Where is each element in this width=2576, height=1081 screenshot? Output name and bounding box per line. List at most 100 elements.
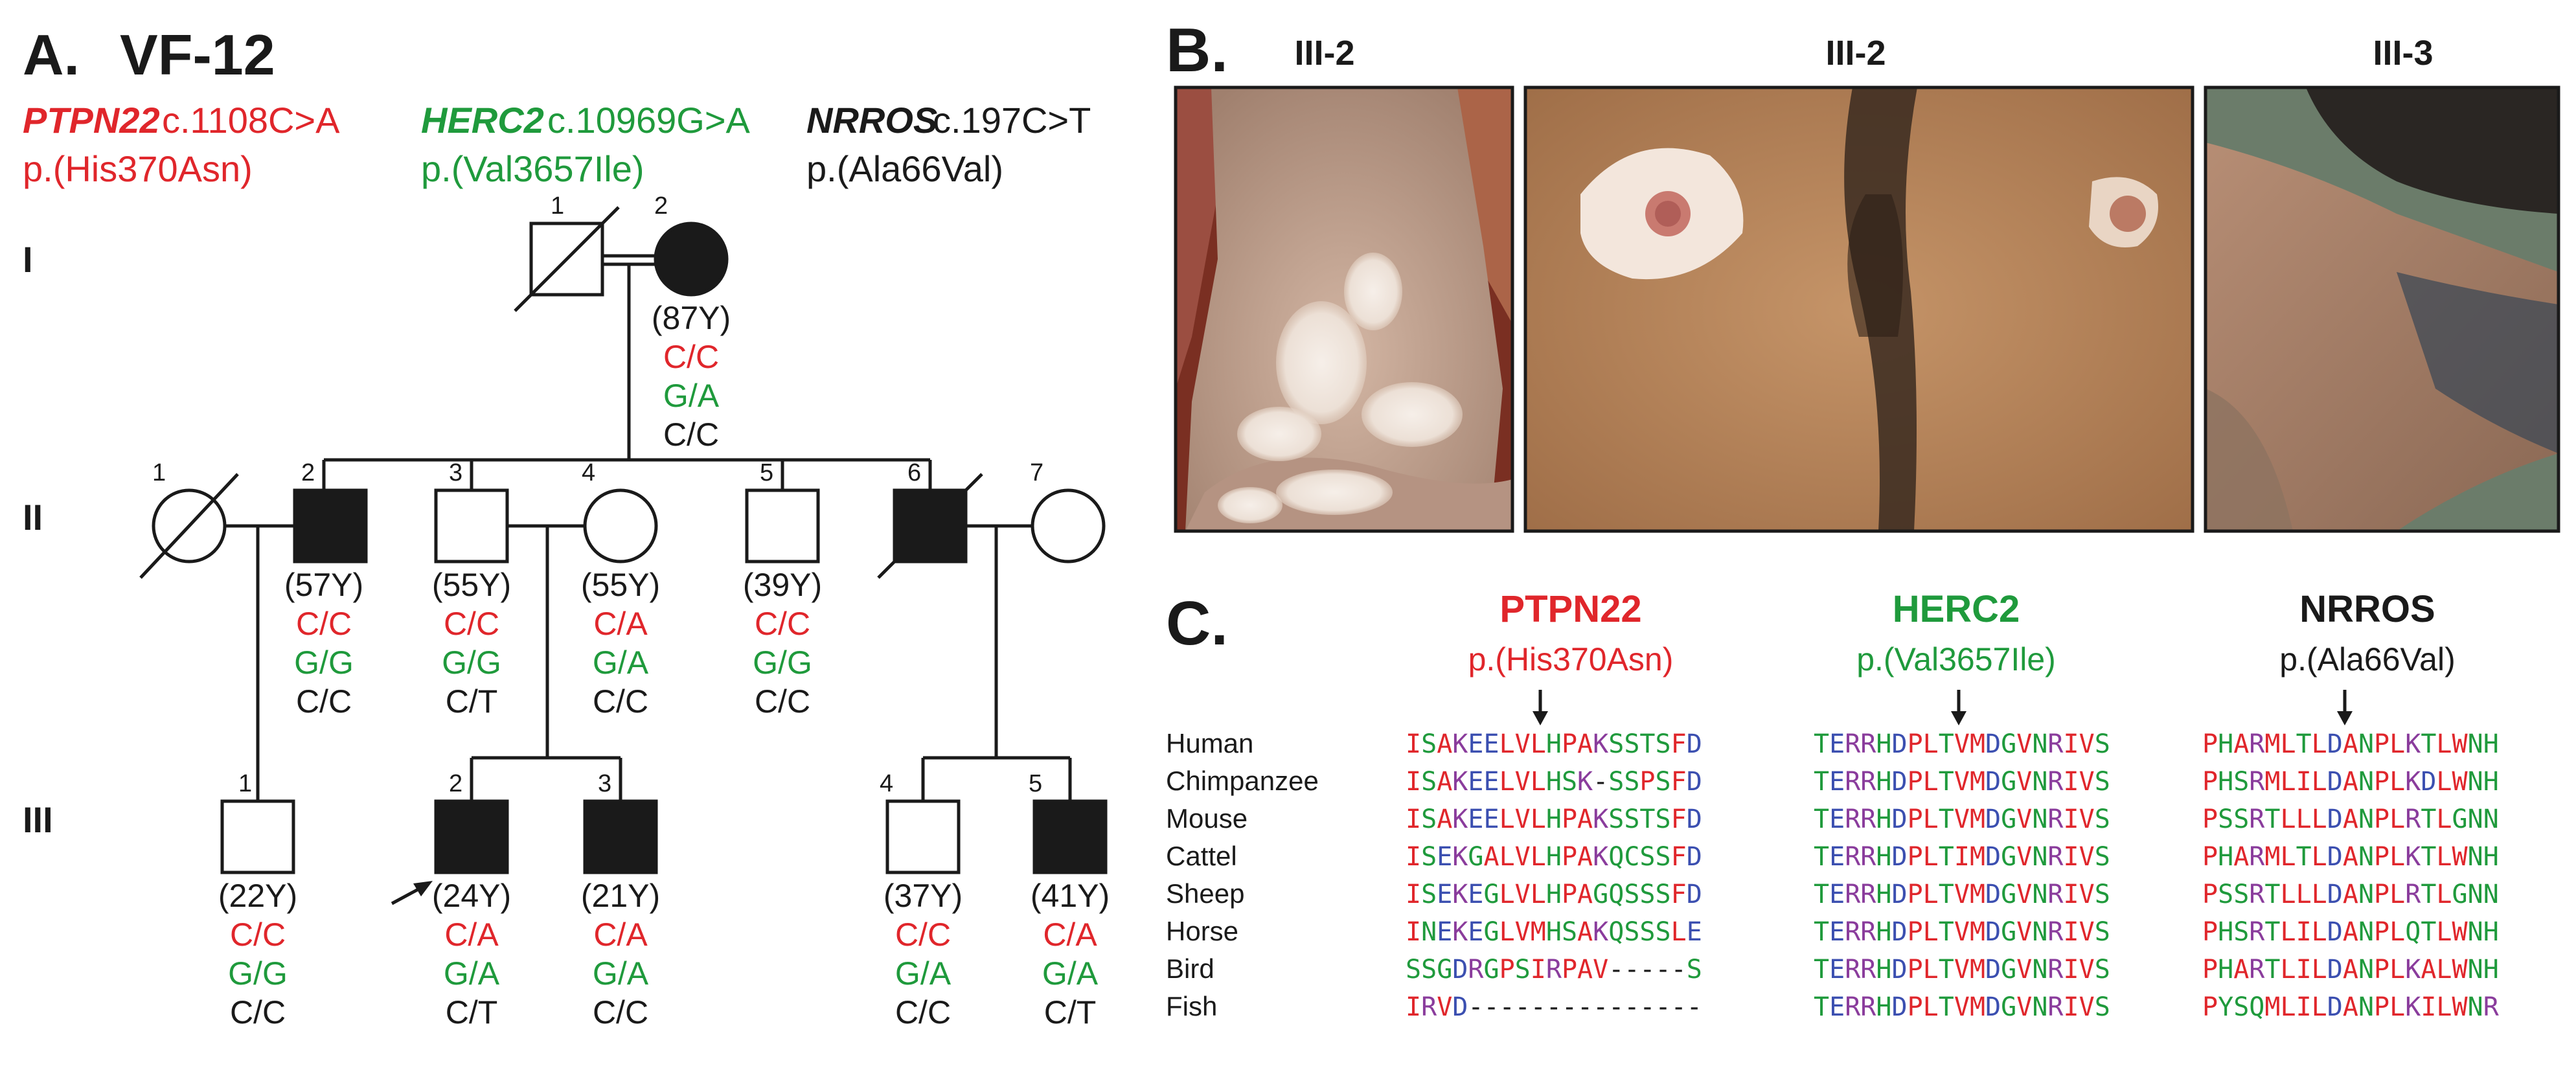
genotype-ptpn22: C/A bbox=[593, 916, 648, 953]
genotype-nrros: C/C bbox=[755, 683, 810, 720]
genotype-herc2: G/A bbox=[1042, 955, 1099, 992]
species-label: Bird bbox=[1166, 953, 1214, 984]
sequence-row: PHSRMLILDANPLKDLWNH bbox=[2202, 767, 2499, 797]
alignment-gene-ptpn22: PTPN22 bbox=[1499, 588, 1641, 630]
genotype-nrros: C/C bbox=[593, 994, 648, 1030]
sequence-row: ISEKEGLVLHPAGQSSSFD bbox=[1406, 880, 1702, 909]
individual-number: 7 bbox=[1030, 459, 1043, 486]
genotype-herc2: G/G bbox=[442, 644, 501, 681]
male-affected-symbol bbox=[434, 799, 509, 874]
sequence-row: ISAKEELVLHSK-SSPSFD bbox=[1406, 767, 1702, 797]
age: (22Y) bbox=[218, 878, 297, 914]
male-affected-symbol bbox=[1032, 799, 1108, 874]
generation-label-iii: III bbox=[23, 799, 53, 840]
genotype-ptpn22: C/C bbox=[230, 916, 286, 953]
age: (41Y) bbox=[1031, 878, 1110, 914]
individual-number: 5 bbox=[760, 459, 773, 486]
genotype-herc2: G/A bbox=[444, 955, 500, 992]
family-id: VF-12 bbox=[120, 23, 275, 87]
individual-ii-6: 6 bbox=[877, 459, 983, 579]
individual-ii-3: 3 (55Y) C/C G/G C/T bbox=[432, 459, 511, 720]
age: (57Y) bbox=[284, 567, 363, 603]
sequence-row: PHSRTLILDANPLQTLWNH bbox=[2202, 917, 2499, 947]
individual-number: 2 bbox=[654, 192, 668, 220]
age: (21Y) bbox=[581, 878, 660, 914]
individual-iii-4: 4 (37Y) C/C G/A C/C bbox=[880, 770, 963, 1030]
sequence-row: PSSRTLLLDANPLRTLGNN bbox=[2202, 804, 2499, 834]
photo-label: III-2 bbox=[1294, 34, 1354, 73]
age: (87Y) bbox=[652, 300, 731, 336]
individual-number: 2 bbox=[301, 459, 315, 486]
male-unaffected-symbol bbox=[434, 488, 509, 563]
genotype-nrros: C/C bbox=[593, 683, 648, 720]
age: (55Y) bbox=[581, 567, 660, 603]
photo-label: III-3 bbox=[2373, 34, 2433, 73]
panel-b: B. III-2 III-2 III-3 bbox=[1166, 16, 2560, 533]
sequence-row: ISAKEELVLHPAKSSTSFD bbox=[1406, 729, 1702, 759]
individual-i-2: 2 (87Y) C/C G/A C/C bbox=[652, 192, 731, 453]
variant-cdna: c.197C>T bbox=[933, 100, 1091, 141]
sequence-row: TERRHDPLTVMDGVNRIVS bbox=[1814, 729, 2110, 759]
individual-ii-7: 7 bbox=[1030, 459, 1106, 563]
variant-position-arrow-icon bbox=[1533, 690, 1548, 725]
deceased-slash bbox=[139, 473, 239, 579]
individual-number: 3 bbox=[598, 770, 611, 797]
genotype-nrros: C/C bbox=[296, 683, 352, 720]
deceased-slash bbox=[514, 206, 620, 312]
clinical-photo-chest bbox=[1523, 85, 2194, 533]
age: (37Y) bbox=[883, 878, 963, 914]
variant-ptpn22: PTPN22 c.1108C>A p.(His370Asn) bbox=[23, 100, 340, 189]
genotype-herc2: G/A bbox=[593, 955, 649, 992]
clinical-photo-neck bbox=[2204, 85, 2560, 533]
individual-ii-5: 5 (39Y) C/C G/G C/C bbox=[743, 459, 822, 720]
species-label: Cattel bbox=[1166, 841, 1237, 871]
male-unaffected-symbol bbox=[745, 488, 820, 563]
variant-protein: p.(Ala66Val) bbox=[806, 148, 1003, 189]
sequence-row: TERRHDPLTVMDGVNRIVS bbox=[1814, 955, 2110, 984]
genotype-ptpn22: C/A bbox=[444, 916, 499, 953]
panel-c-letter: C. bbox=[1166, 589, 1228, 658]
individual-iii-1: 1 (22Y) C/C G/G C/C bbox=[218, 770, 297, 1030]
individual-number: 4 bbox=[582, 459, 595, 486]
genotype-nrros: C/C bbox=[895, 994, 951, 1030]
genotype-herc2: G/A bbox=[663, 378, 720, 414]
sequence-row: PHARTLILDANPLKALWNH bbox=[2202, 955, 2499, 984]
species-label: Fish bbox=[1166, 991, 1217, 1021]
alignment-protein-ptpn22: p.(His370Asn) bbox=[1468, 641, 1674, 677]
species-label: Mouse bbox=[1166, 803, 1248, 834]
individual-ii-1: 1 bbox=[139, 459, 239, 579]
sequence-row: SSGDRGPSIRPAV-----S bbox=[1406, 955, 1702, 984]
alignment-gene-herc2: HERC2 bbox=[1893, 588, 2020, 630]
genotype-ptpn22: C/C bbox=[296, 606, 352, 642]
alignment-block-nrros: PHARMLTLDANPLKTLWNHPHSRMLILDANPLKDLWNHPS… bbox=[2202, 729, 2500, 1022]
panel-a-letter: A. bbox=[23, 23, 80, 87]
male-affected-symbol bbox=[583, 799, 658, 874]
genotype-nrros: C/C bbox=[663, 416, 719, 453]
variant-cdna: c.1108C>A bbox=[162, 100, 340, 141]
individual-ii-4: 4 (55Y) C/A G/A C/C bbox=[581, 459, 660, 720]
individual-iii-5: 5 (41Y) C/A G/A C/T bbox=[1029, 770, 1110, 1030]
sequence-row: PYSQMLILDANPLKILWNR bbox=[2202, 992, 2500, 1022]
clinical-photo-leg bbox=[1174, 85, 1514, 533]
alignment-protein-herc2: p.(Val3657Ile) bbox=[1856, 641, 2056, 677]
genotype-nrros: C/T bbox=[446, 994, 498, 1030]
variant-nrros: NRROS c.197C>T p.(Ala66Val) bbox=[806, 100, 1091, 189]
variant-position-arrow-icon bbox=[2337, 690, 2353, 725]
genotype-nrros: C/C bbox=[230, 994, 286, 1030]
individual-number: 1 bbox=[238, 770, 252, 797]
female-unaffected-symbol bbox=[1031, 488, 1106, 563]
alignment-gene-nrros: NRROS bbox=[2299, 588, 2435, 630]
species-label: Sheep bbox=[1166, 878, 1244, 909]
sequence-row: TERRHDPLTVMDGVNRIVS bbox=[1814, 880, 2110, 909]
species-labels: HumanChimpanzeeMouseCattelSheepHorseBird… bbox=[1166, 728, 1319, 1021]
variant-gene: HERC2 bbox=[421, 100, 544, 141]
species-label: Horse bbox=[1166, 916, 1238, 946]
individual-i-1: 1 bbox=[514, 192, 620, 312]
individual-iii-2: 2 (24Y) C/A G/A C/T bbox=[391, 770, 511, 1030]
species-label: Human bbox=[1166, 728, 1253, 758]
male-unaffected-symbol bbox=[220, 799, 295, 874]
individual-number: 5 bbox=[1029, 770, 1042, 797]
genotype-ptpn22: C/C bbox=[895, 916, 951, 953]
genotype-ptpn22: C/C bbox=[663, 339, 719, 375]
